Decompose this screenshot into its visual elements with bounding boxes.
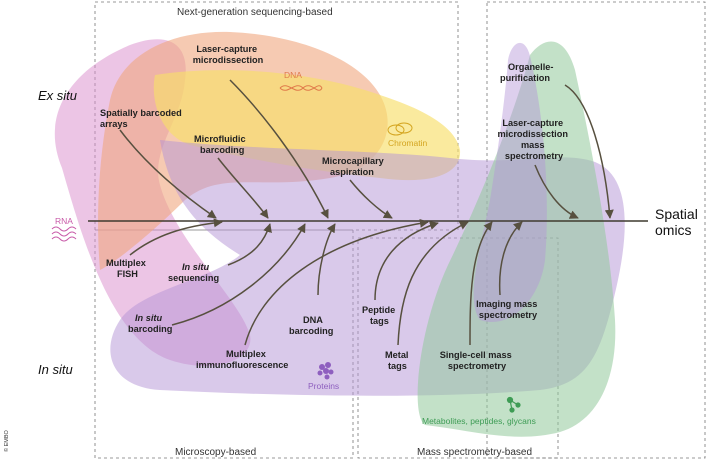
arrow-laser-capture: [229, 79, 329, 219]
arrow-multiplex-if: [244, 218, 429, 346]
rna-icon: [51, 226, 77, 242]
arrow-spatially-barcoded: [119, 129, 217, 219]
multiplex-if-label: Multiplex immunofluorescence: [196, 349, 288, 370]
arrow-microfluidic: [217, 157, 269, 219]
metal-tags-label: Metal tags: [385, 350, 411, 371]
multiplex-fish-label: Multiplex FISH: [106, 258, 148, 279]
lcm-ms-label: Laser-capture microdissection mass spect…: [497, 118, 570, 161]
dna-icon: [279, 85, 323, 91]
metabolites-label: Metabolites, peptides, glycans: [422, 416, 536, 426]
rna-label: RNA: [55, 216, 73, 226]
chromatin-icon: [387, 122, 413, 136]
mass-spec-region-box: [486, 1, 706, 459]
ngs-region-label: Next-generation sequencing-based: [177, 7, 333, 18]
copyright-label: © EMBO: [3, 430, 10, 452]
protein-icon: [317, 362, 334, 380]
mass-spec-region-label: Mass spectrometry-based: [417, 447, 532, 458]
microfluidic-label: Microfluidic barcoding: [194, 134, 248, 155]
dna-barcoding-label: DNA barcoding: [289, 315, 333, 336]
proteins-label: Proteins: [308, 381, 339, 391]
in-situ-seq-label: In situ sequencing: [168, 262, 219, 283]
microscopy-region-label: Microscopy-based: [175, 447, 256, 458]
arrow-peptide-tags: [374, 221, 439, 301]
arrow-imaging-ms: [498, 221, 523, 296]
metabolite-icon: [506, 396, 521, 413]
arrow-single-cell-ms: [469, 221, 493, 346]
dna-label: DNA: [284, 70, 302, 80]
arrow-in-situ-seq: [227, 223, 272, 266]
arrow-lcm-ms: [534, 164, 579, 219]
in-situ-barcoding-label: In situ barcoding: [128, 313, 172, 334]
laser-capture-label: Laser-capture microdissection: [193, 44, 264, 65]
single-cell-ms-label: Single-cell mass spectrometry: [440, 350, 515, 371]
spatial-omics-label: Spatial: [655, 206, 698, 222]
chromatin-label: Chromatin: [388, 138, 427, 148]
arrow-microcapillary: [349, 179, 393, 219]
arrow-in-situ-barcoding: [171, 223, 306, 326]
spatial-omics-label-2: omics: [655, 222, 692, 238]
imaging-ms-label: Imaging mass spectrometry: [476, 299, 540, 320]
proteins-ms-blob: [473, 42, 547, 322]
organelle-label: Organelle- purification: [500, 62, 556, 83]
arrows: [119, 79, 614, 346]
arrow-metal-tags: [397, 221, 469, 346]
metabolites-blob: [417, 41, 616, 437]
peptide-tags-label: Peptide tags: [362, 305, 398, 326]
spatially-barcoded-label: Spatially barcoded arrays: [100, 108, 184, 129]
ex-situ-label: Ex situ: [38, 88, 77, 103]
microcapillary-label: Microcapillary aspiration: [322, 156, 386, 177]
arrow-multiplex-fish: [129, 218, 223, 256]
in-situ-label: In situ: [38, 362, 73, 377]
arrow-organelle: [564, 84, 614, 219]
